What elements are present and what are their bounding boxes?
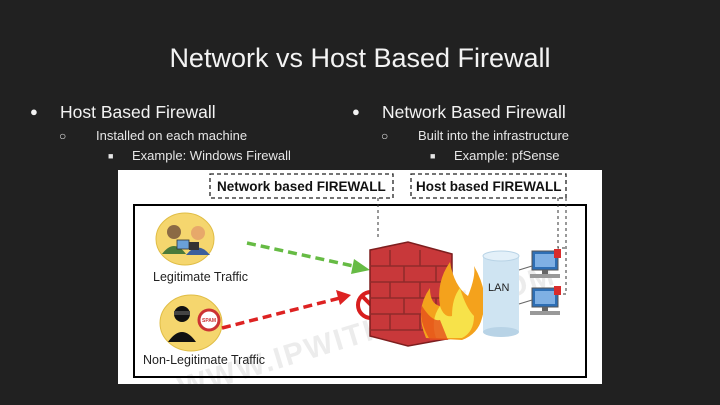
host-based-sub-text: Installed on each machine — [96, 128, 248, 143]
host-leader-line — [557, 198, 566, 249]
network-label-box — [209, 173, 394, 199]
fire-icon — [420, 262, 485, 340]
network-boundary — [133, 204, 587, 378]
network-based-example: ■ Example: pfSense — [352, 146, 569, 166]
host-computer-icon — [530, 249, 561, 278]
host-computer-icon — [530, 286, 561, 315]
host-label-box — [410, 173, 567, 199]
host-based-heading: ● Host Based Firewall — [30, 100, 291, 124]
firewall-diagram: WWW.IPWITHEASE.COM Network based FIREWAL… — [118, 170, 602, 384]
host-based-example-text: Example: Windows Firewall — [132, 148, 291, 163]
spam-text: SPAM — [202, 318, 216, 324]
host-based-sub: ○ Installed on each machine — [30, 126, 291, 146]
lan-database-icon — [482, 250, 520, 337]
network-based-sub: ○ Built into the infrastructure — [352, 126, 569, 146]
non-legitimate-traffic-label: Non-Legitimate Traffic — [143, 353, 265, 367]
network-label: Network based FIREWALL — [217, 179, 386, 194]
network-based-sub-text: Built into the infrastructure — [418, 128, 570, 143]
bullet-circle: ○ — [381, 129, 389, 143]
lan-link — [518, 265, 533, 271]
bullet-dot: ● — [30, 104, 38, 119]
bullet-circle: ○ — [59, 129, 67, 143]
host-label: Host based FIREWALL — [416, 179, 562, 194]
legitimate-arrow-head — [351, 259, 370, 274]
network-based-example-text: Example: pfSense — [454, 148, 560, 163]
legitimate-users-icon — [155, 212, 215, 266]
network-based-heading-text: Network Based Firewall — [382, 102, 566, 122]
host-leader-line-2 — [558, 198, 567, 295]
legitimate-traffic-label: Legitimate Traffic — [153, 270, 248, 284]
host-based-example: ■ Example: Windows Firewall — [30, 146, 291, 166]
host-based-heading-text: Host Based Firewall — [60, 102, 216, 122]
lan-link — [518, 299, 533, 305]
legitimate-traffic-arrow — [246, 241, 359, 269]
slide-title: Network vs Host Based Firewall — [169, 43, 551, 73]
right-column: ● Network Based Firewall ○ Built into th… — [352, 100, 569, 166]
network-based-heading: ● Network Based Firewall — [352, 100, 569, 124]
bullet-square: ■ — [108, 151, 114, 161]
blocked-traffic-arrow — [221, 296, 341, 330]
bullet-dot: ● — [352, 104, 360, 119]
lan-label: LAN — [488, 282, 509, 294]
left-column: ● Host Based Firewall ○ Installed on eac… — [30, 100, 291, 166]
hacker-icon: SPAM — [159, 294, 223, 352]
bullet-square: ■ — [430, 151, 436, 161]
blocked-arrow-head — [336, 290, 351, 305]
